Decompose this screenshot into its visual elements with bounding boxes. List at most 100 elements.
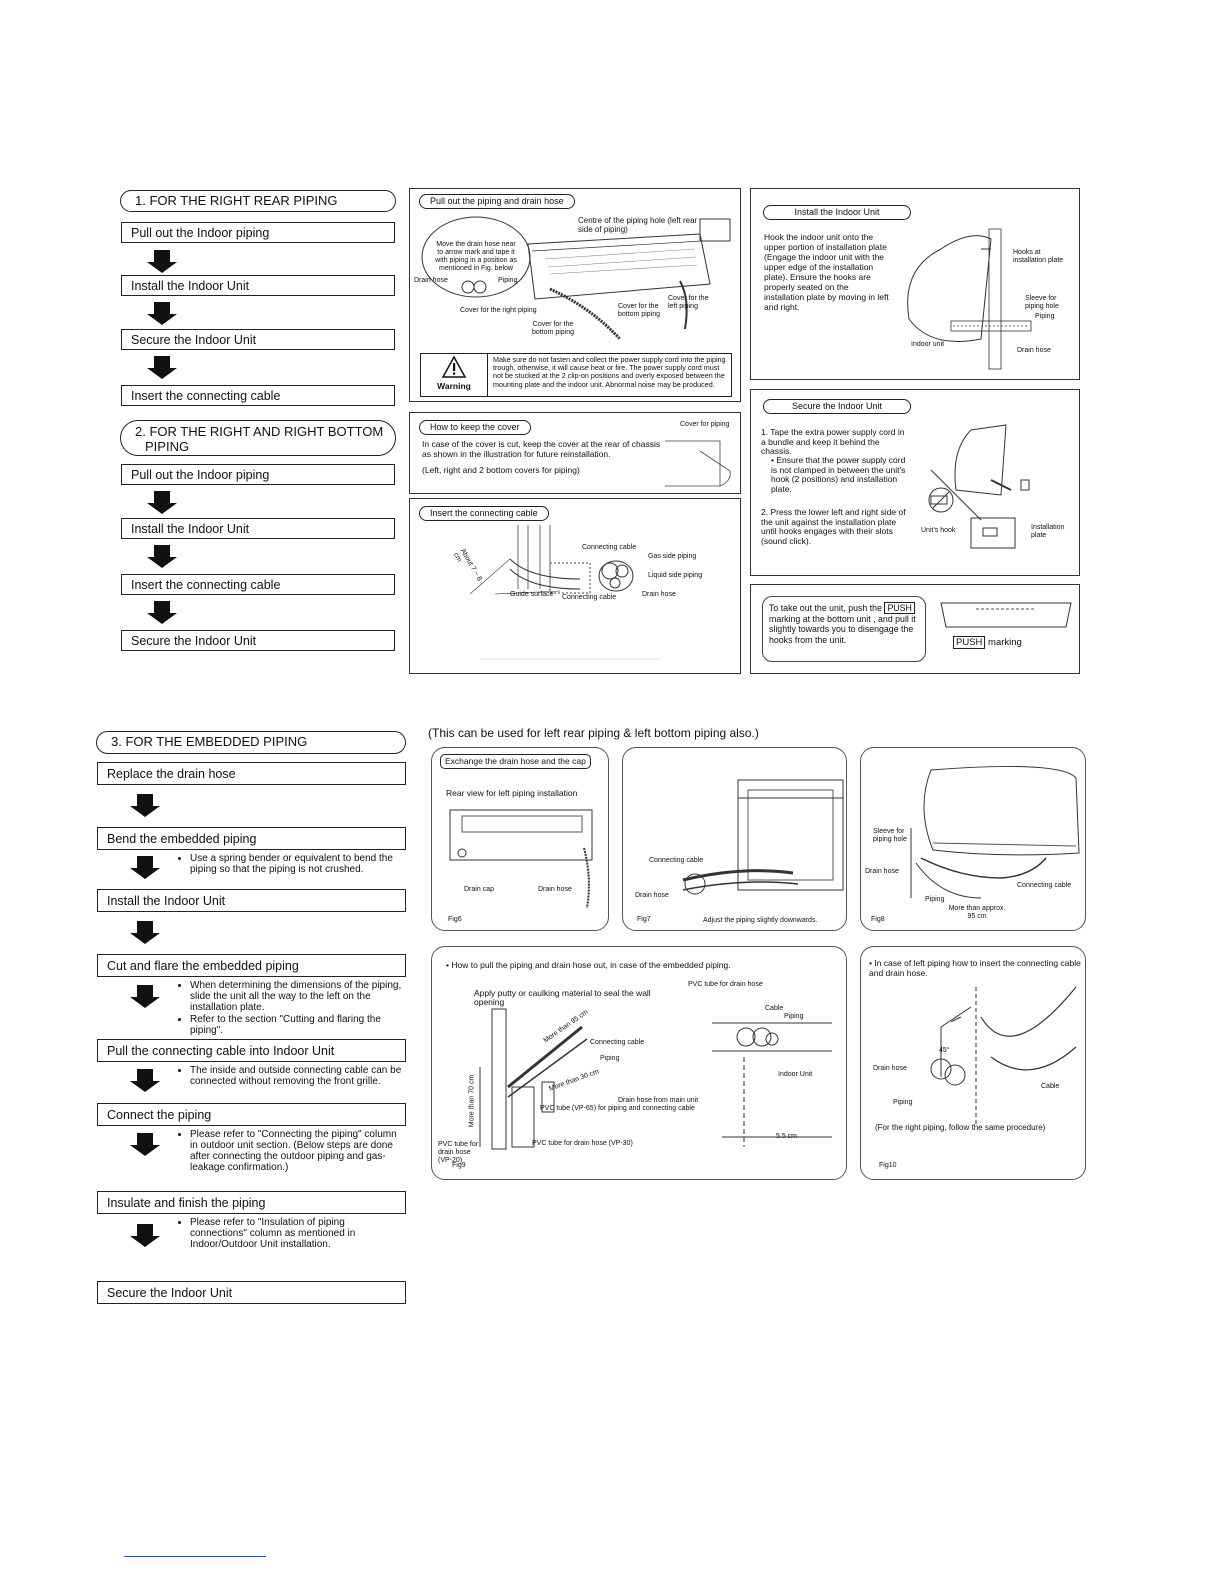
warning-triangle-icon xyxy=(442,356,466,378)
label-piping: Piping xyxy=(1035,313,1054,321)
note-item: Use a spring bender or equivalent to ben… xyxy=(190,853,403,875)
label-cover-left: Cover for the left piping xyxy=(668,295,718,311)
panel-secure-indoor-unit: Secure the Indoor Unit 1. Tape the extra… xyxy=(750,389,1080,576)
label-pvc-drain: PVC tube for drain hose xyxy=(688,981,763,989)
fig7-panel: Connecting cable Drain hose Adjust the p… xyxy=(622,747,847,931)
label-more-than-70cm: More than 70 cm xyxy=(468,1075,476,1128)
step-install-indoor-unit: Install the Indoor Unit xyxy=(121,275,395,296)
label-drain-hose: Drain hose xyxy=(538,886,572,894)
pull-notes: The inside and outside connecting cable … xyxy=(178,1065,403,1088)
install-unit-illustration xyxy=(891,199,1091,379)
insulate-notes: Please refer to "Insulation of piping co… xyxy=(178,1217,403,1251)
panel-title: Secure the Indoor Unit xyxy=(763,399,911,414)
label-piping: Piping xyxy=(893,1099,912,1107)
fig7-illustration xyxy=(623,748,848,932)
label-cover-for-piping: Cover for piping xyxy=(680,421,729,429)
label-piping: Piping xyxy=(600,1055,619,1063)
note-item: Refer to the section "Cutting and flarin… xyxy=(190,1014,403,1036)
label-drain-hose-main: Drain hose from main unit xyxy=(618,1097,698,1105)
push-instruction-box: To take out the unit, push the PUSH mark… xyxy=(762,596,926,662)
label-pvc-vp30: PVC tube for drain hose (VP-30) xyxy=(532,1140,633,1148)
cover-note: (Left, right and 2 bottom covers for pip… xyxy=(422,465,662,476)
label-45-degrees: 45° xyxy=(939,1047,950,1055)
section2-title-line1: 2. FOR THE RIGHT AND RIGHT BOTTOM xyxy=(135,424,385,439)
push-marking-text: marking xyxy=(988,637,1022,648)
step-insert-connecting-cable: Insert the connecting cable xyxy=(121,574,395,595)
panel-keep-cover: How to keep the cover In case of the cov… xyxy=(409,412,741,494)
connect-notes: Please refer to "Connecting the piping" … xyxy=(178,1129,403,1174)
label-connecting-cable: Connecting cable xyxy=(1017,882,1071,890)
cable-insert-illustration xyxy=(410,499,742,675)
panel-install-indoor-unit: Install the Indoor Unit Hook the indoor … xyxy=(750,188,1080,380)
label-cover-bottom-2: Cover for the bottom piping xyxy=(618,303,668,319)
push-text-b: marking at the bottom unit , and pull it… xyxy=(769,614,916,645)
label-connecting-cable: Connecting cable xyxy=(590,1039,644,1047)
step-cut-and-flare: Cut and flare the embedded piping xyxy=(97,954,406,977)
push-label: PUSH marking xyxy=(953,637,1022,648)
label-drain-hose: Drain hose xyxy=(635,892,669,900)
secure-item1-sub: • Ensure that the power supply cord is n… xyxy=(771,456,907,494)
label-pvc-vp65: PVC tube (VP-65) for piping and connecti… xyxy=(540,1105,695,1113)
fig10-note: (For the right piping, follow the same p… xyxy=(875,1124,1045,1132)
label-5-5cm: 5.5 cm xyxy=(776,1133,797,1141)
fig6-illustration xyxy=(432,748,610,932)
step-pull-out-piping: Pull out the Indoor piping xyxy=(121,222,395,243)
panel-title: Install the Indoor Unit xyxy=(763,205,911,220)
step-secure-indoor-unit: Secure the Indoor Unit xyxy=(97,1281,406,1304)
label-liquid-side-piping: Liquid side piping xyxy=(648,572,702,580)
label-cover-bottom: Cover for the bottom piping xyxy=(530,321,576,337)
label-gas-side-piping: Gas side piping xyxy=(648,553,696,561)
step-install-indoor-unit: Install the Indoor Unit xyxy=(121,518,395,539)
fig6-number: Fig6 xyxy=(448,916,462,924)
unit-bottom-illustration xyxy=(936,595,1076,635)
step-insert-connecting-cable: Insert the connecting cable xyxy=(121,385,395,406)
label-installation-plate: Installation plate xyxy=(1031,524,1075,540)
step-install-indoor-unit: Install the Indoor Unit xyxy=(97,889,406,912)
label-drain-hose: Drain hose xyxy=(642,591,676,599)
step-replace-drain-hose: Replace the drain hose xyxy=(97,762,406,785)
label-drain-cap: Drain cap xyxy=(464,886,494,894)
panel-title: How to keep the cover xyxy=(419,420,531,435)
push-text-a: To take out the unit, push the xyxy=(769,603,882,613)
step-insulate-finish: Insulate and finish the piping xyxy=(97,1191,406,1214)
note-item: Please refer to "Connecting the piping" … xyxy=(190,1129,403,1173)
label-piping: Piping xyxy=(925,896,944,904)
label-hooks: Hooks at installation plate xyxy=(1013,249,1073,265)
label-piping-2: Piping xyxy=(784,1013,803,1021)
label-connecting-cable-2: Connecting cable xyxy=(562,594,616,602)
fig9-illustration xyxy=(432,947,848,1181)
warning-box: Warning Make sure do not fasten and coll… xyxy=(420,353,732,397)
step-connect-piping: Connect the piping xyxy=(97,1103,406,1126)
label-drain-hose: Drain hose xyxy=(873,1065,907,1073)
footer-link-line xyxy=(124,1556,266,1557)
panel-pull-out-piping: Pull out the piping and drain hose Centr… xyxy=(409,188,741,402)
section2-title-line2: PIPING xyxy=(135,439,385,454)
label-piping: Piping xyxy=(498,277,517,285)
fig9-number: Fig9 xyxy=(452,1162,466,1170)
step-secure-indoor-unit: Secure the Indoor Unit xyxy=(121,630,395,651)
push-box: PUSH xyxy=(953,636,985,649)
secure-item1: 1. Tape the extra power supply cord in a… xyxy=(761,428,907,457)
label-drain-hose: Drain hose xyxy=(865,868,899,876)
cover-illustration xyxy=(660,431,740,491)
label-cover-right: Cover for the right piping xyxy=(460,307,537,315)
label-sleeve: Sleeve for piping hole xyxy=(873,828,917,844)
label-units-hook: Unit's hook xyxy=(921,527,955,535)
warning-text: Make sure do not fasten and collect the … xyxy=(493,356,729,389)
warning-label: Warning xyxy=(421,382,487,391)
label-sleeve: Sleeve for piping hole xyxy=(1025,295,1073,311)
secure-item2: 2. Press the lower left and right side o… xyxy=(761,508,907,546)
push-marking: PUSH xyxy=(884,602,914,614)
label-connecting-cable: Connecting cable xyxy=(649,857,703,865)
fig7-caption: Adjust the piping slightly downwards. xyxy=(703,917,817,925)
note-item: Please refer to "Insulation of piping co… xyxy=(190,1217,403,1250)
label-indoor-unit: Indoor Unit xyxy=(778,1071,812,1079)
fig10-illustration xyxy=(861,947,1087,1181)
fig8-panel: Sleeve for piping hole Drain hose Connec… xyxy=(860,747,1086,931)
step-pull-connecting-cable: Pull the connecting cable into Indoor Un… xyxy=(97,1039,406,1062)
bend-notes: Use a spring bender or equivalent to ben… xyxy=(178,853,403,876)
label-drain-hose: Drain hose xyxy=(1017,347,1051,355)
section1-title: 1. FOR THE RIGHT REAR PIPING xyxy=(120,190,396,212)
note-item: The inside and outside connecting cable … xyxy=(190,1065,403,1087)
label-cable: Cable xyxy=(765,1005,783,1013)
